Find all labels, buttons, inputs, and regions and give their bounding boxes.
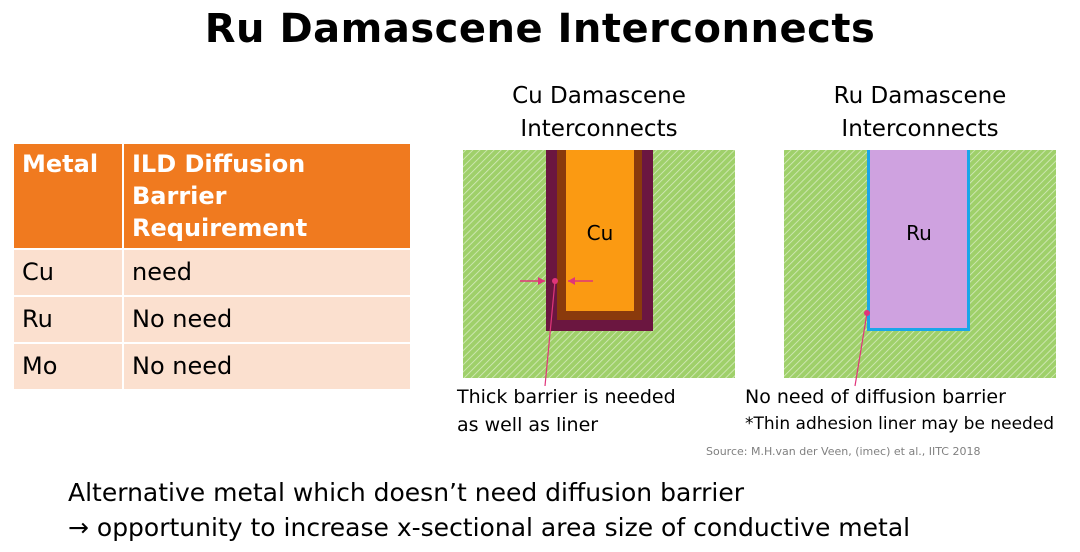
table-row: Ru No need — [14, 295, 410, 343]
source-citation: Source: M.H.van der Veen, (imec) et al.,… — [706, 445, 981, 458]
cell-metal: Cu — [14, 248, 123, 296]
cell-requirement: No need — [122, 342, 410, 389]
cell-metal: Ru — [14, 295, 123, 343]
ru-note: No need of diffusion barrier *Thin adhes… — [745, 383, 1054, 437]
slide-title: Ru Damascene Interconnects — [204, 6, 876, 52]
conclusion-line2: → opportunity to increase x-sectional ar… — [68, 513, 911, 542]
ru-cross-section: Ru — [784, 150, 1056, 387]
barrier-arrowhead-left — [538, 277, 545, 285]
ru-note-line2: *Thin adhesion liner may be needed — [745, 414, 1055, 434]
cu-note-line2: as well as liner — [457, 414, 599, 436]
cu-caption-line1: Cu Damascene — [512, 83, 686, 109]
cell-requirement: need — [122, 248, 410, 296]
ru-diagram-caption: Ru Damascene Interconnects — [784, 80, 1056, 146]
barrier-callout-line — [544, 280, 556, 387]
ru-note-line1: No need of diffusion barrier — [745, 386, 1006, 408]
header-requirement: ILD Diffusion Barrier Requirement — [122, 144, 410, 249]
table-row: Mo No need — [14, 342, 410, 389]
cu-caption-line2: Interconnects — [520, 116, 678, 142]
cu-note-line1: Thick barrier is needed — [457, 386, 676, 408]
ru-metal-fill — [870, 150, 967, 328]
cell-metal: Mo — [14, 342, 123, 389]
table-header-row: Metal ILD Diffusion Barrier Requirement — [14, 144, 410, 249]
ru-caption-line2: Interconnects — [841, 116, 999, 142]
cu-metal-fill — [566, 150, 634, 311]
conclusion-line1: Alternative metal which doesn’t need dif… — [68, 478, 745, 507]
cu-metal-label: Cu — [587, 221, 614, 245]
ru-metal-label: Ru — [906, 221, 932, 245]
cu-cross-section: Cu — [463, 150, 735, 387]
ru-caption-line1: Ru Damascene — [833, 83, 1007, 109]
barrier-arrowhead-right — [568, 277, 575, 285]
cu-note: Thick barrier is needed as well as liner — [457, 383, 676, 439]
cu-diagram-caption: Cu Damascene Interconnects — [463, 80, 735, 146]
table-row: Cu need — [14, 248, 410, 296]
cell-requirement: No need — [122, 295, 410, 343]
barrier-requirement-table: Metal ILD Diffusion Barrier Requirement … — [14, 144, 410, 389]
header-metal: Metal — [14, 144, 123, 249]
liner-callout-line — [854, 312, 868, 387]
